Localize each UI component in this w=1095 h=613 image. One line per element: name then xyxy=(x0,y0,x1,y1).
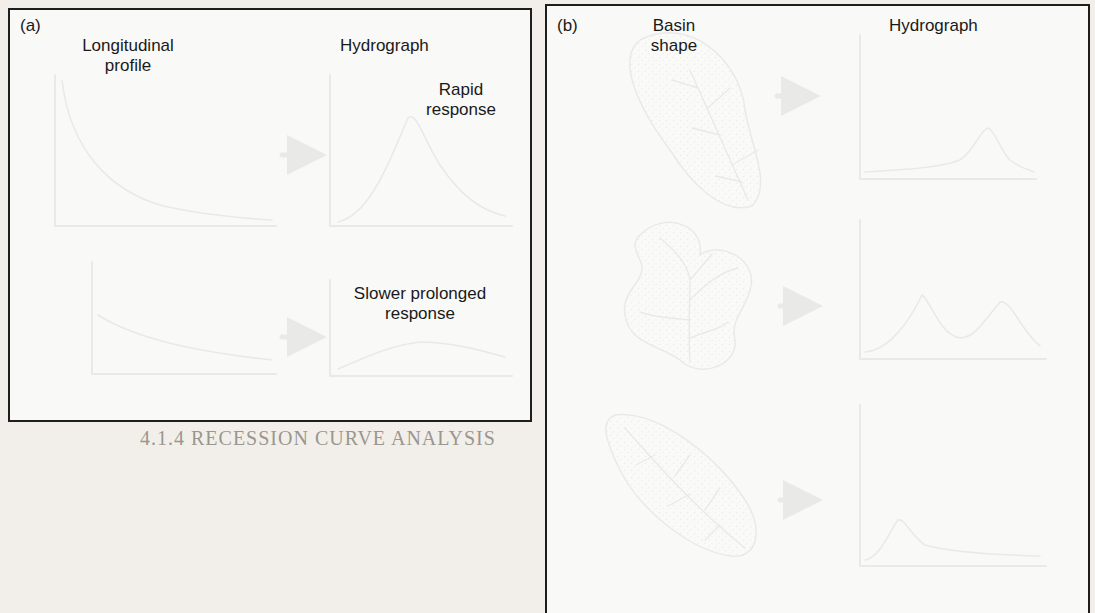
section-heading: 4.1.4 RECESSION CURVE ANALYSIS xyxy=(140,426,496,450)
axis-title: Hydrograph xyxy=(889,16,978,36)
axis-title: Hydrograph xyxy=(340,36,429,56)
panel-a: (a) Longitudinal profile Hydrograph xyxy=(8,8,532,422)
panel-letter: (a) xyxy=(20,16,41,36)
axis-title: Longitudinal profile xyxy=(72,36,184,75)
response-label: Rapid response xyxy=(418,80,504,121)
panel-letter: (b) xyxy=(557,16,578,36)
panel-b: (b) Basin shape Hydrograph xyxy=(545,4,1090,613)
response-label: Slower prolonged response xyxy=(332,284,508,325)
axis-title: Basin shape xyxy=(639,16,709,55)
